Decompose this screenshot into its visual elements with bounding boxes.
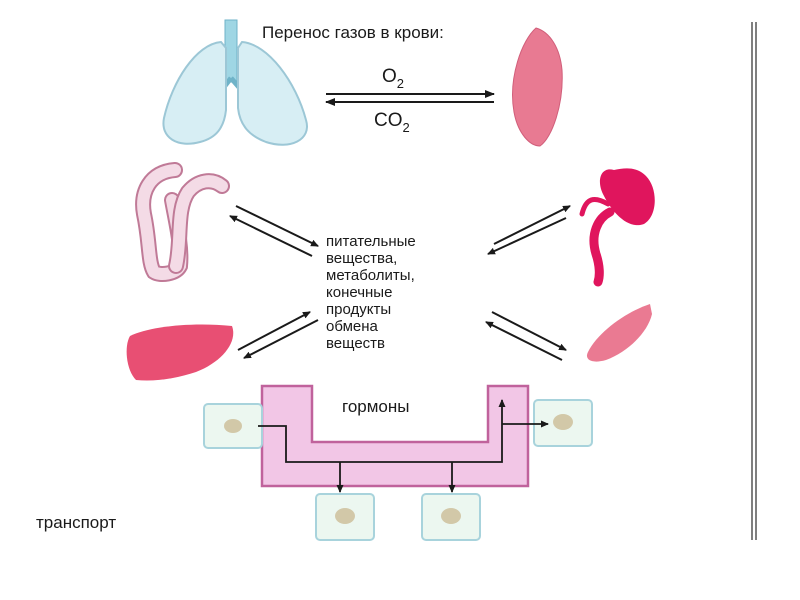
muscle-icon [586,304,652,362]
cell-icon [533,399,593,447]
o2-label: O2 [382,66,404,91]
center-text-line: метаболиты, [326,267,415,284]
intestine-icon [135,162,230,282]
cell-icon [421,493,481,541]
center-text-line: конечные [326,284,392,301]
transport-label: транспорт [36,513,116,532]
cell-icon [315,493,375,541]
center-text-line: вещества, [326,250,397,267]
exchange-arrows [229,205,571,361]
kidney-icon [579,168,655,287]
hormone-transport-tube [260,384,530,488]
gas-exchange-arrows [325,90,495,106]
muscle-icon [512,27,563,147]
co2-label: CO2 [374,110,410,135]
hormones-label: гормоны [342,397,410,416]
center-text-line: обмена [326,318,379,335]
center-text-line: продукты [326,301,391,318]
vertical-divider [751,22,757,540]
liver-icon [126,324,234,381]
cell-icon [203,403,263,449]
center-text-line: питательные [326,233,416,250]
center-text-line: веществ [326,335,385,352]
lungs-icon [162,19,308,146]
center-text-block: питательные вещества, метаболиты, конечн… [326,233,416,352]
hormone-flow-arrows [258,399,549,493]
diagram-title: Перенос газов в крови: [262,23,444,42]
